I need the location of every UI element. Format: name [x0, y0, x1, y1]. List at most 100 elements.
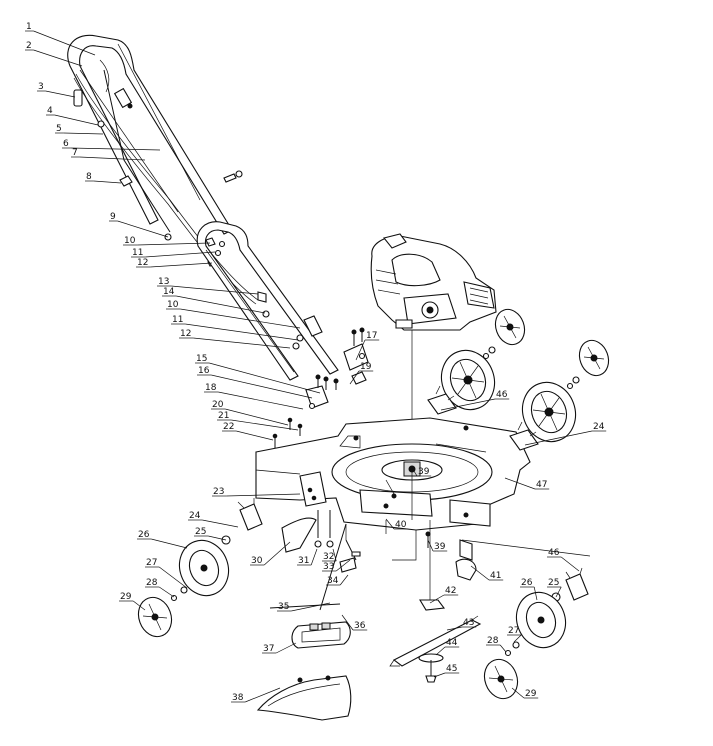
callout-leader	[79, 156, 146, 161]
callout-leader	[499, 644, 507, 653]
callout-number: 6	[63, 139, 69, 149]
callout-c46a: 46	[440, 390, 510, 411]
callout-c46b: 46	[547, 548, 580, 572]
callout-c28a: 28	[145, 578, 175, 598]
callout-number: 44	[446, 638, 458, 648]
callout-c15: 15	[195, 354, 321, 394]
callout-c37: 37	[262, 642, 297, 654]
callout-c14: 14	[162, 287, 266, 314]
callout-leader	[263, 541, 291, 566]
callout-number: 28	[487, 636, 499, 646]
callout-leader	[504, 477, 536, 490]
callout-c3: 3	[37, 82, 76, 98]
callout-c35: 35	[277, 602, 331, 612]
callout-number: 1	[26, 22, 32, 32]
callout-c13: 13	[157, 277, 259, 295]
callout-c33: 33	[322, 559, 351, 572]
callout-number: 18	[205, 383, 217, 393]
callout-number: 26	[138, 530, 150, 540]
callout-number: 17	[366, 331, 377, 341]
grass-bag	[256, 675, 352, 721]
callout-leader	[211, 374, 313, 399]
callout-c10b: 10	[166, 300, 301, 329]
engine	[370, 233, 497, 470]
callout-leader	[45, 90, 76, 98]
callout-leader	[355, 339, 366, 361]
callout-number: 39	[434, 542, 446, 552]
callout-number: 32	[323, 552, 334, 562]
callout-leader	[193, 337, 291, 349]
callout-c21: 21	[217, 411, 299, 431]
callout-c8: 8	[85, 172, 122, 184]
callout-leader	[137, 242, 211, 246]
callout-leader	[209, 362, 321, 394]
callout-c32: 32	[322, 548, 337, 562]
callout-number: 42	[445, 586, 456, 596]
callout-number: 20	[212, 400, 224, 410]
callout-leader	[231, 419, 299, 431]
callout-c27a: 27	[145, 558, 188, 589]
rear-wheel-right	[483, 567, 589, 700]
callout-c34: 34	[326, 574, 349, 586]
callout-c24b: 24	[524, 422, 607, 446]
callout-number: 26	[521, 578, 533, 588]
callout-number: 25	[548, 578, 559, 588]
callout-leader	[410, 465, 418, 477]
callout-leader	[513, 634, 522, 643]
callout-number: 15	[196, 354, 207, 364]
front-wheel-right	[509, 339, 610, 451]
callout-leader	[132, 600, 146, 611]
callout-number: 41	[490, 571, 501, 581]
callout-number: 43	[463, 618, 474, 628]
callout-leader	[54, 114, 99, 126]
callout-leader	[117, 220, 169, 238]
callout-number: 25	[195, 527, 206, 537]
callout-leader	[555, 586, 562, 598]
callout-labels: 1234567891011121314101112151617181920212…	[25, 22, 607, 703]
callout-leader	[208, 535, 227, 541]
callout-leader	[433, 672, 446, 678]
lower-handle	[196, 221, 339, 381]
callout-leader	[524, 430, 593, 446]
callout-c26b: 26	[520, 578, 538, 601]
callout-c38: 38	[231, 687, 281, 703]
callout-c12a: 12	[136, 258, 213, 268]
grass-bag-frame	[269, 603, 351, 649]
callout-number: 46	[496, 390, 508, 400]
callout-number: 3	[38, 82, 44, 92]
callout-leader	[150, 262, 213, 268]
callout-leader	[158, 566, 188, 589]
callout-number: 9	[110, 212, 116, 222]
callout-leader	[429, 594, 445, 604]
callout-c19: 19	[349, 362, 374, 385]
callout-c10a: 10	[123, 236, 211, 246]
callout-c43: 43	[446, 618, 477, 631]
callout-leader	[93, 180, 122, 184]
callout-leader	[310, 548, 318, 566]
callout-leader	[291, 602, 331, 612]
callout-leader	[218, 391, 304, 410]
callout-leader	[176, 295, 266, 314]
callout-c5: 5	[55, 124, 104, 135]
callout-leader	[446, 626, 463, 631]
callout-c47: 47	[504, 477, 550, 490]
callout-number: 33	[323, 562, 334, 572]
callout-c22: 22	[222, 422, 274, 441]
callout-c4: 4	[46, 106, 99, 126]
callout-c39a: 39	[410, 465, 432, 477]
callout-number: 12	[137, 258, 148, 268]
callout-c40: 40	[385, 518, 409, 530]
callout-number: 45	[446, 664, 457, 674]
callout-c44: 44	[435, 638, 460, 656]
callout-number: 7	[72, 148, 78, 158]
callout-c30: 30	[250, 541, 291, 566]
callout-number: 23	[213, 487, 224, 497]
callout-c23: 23	[212, 487, 301, 497]
callout-c2: 2	[25, 41, 83, 67]
callout-leader	[225, 408, 289, 426]
callout-leader	[341, 614, 354, 631]
callout-number: 11	[172, 315, 183, 325]
callout-leader	[226, 493, 301, 497]
callout-leader	[63, 132, 104, 135]
